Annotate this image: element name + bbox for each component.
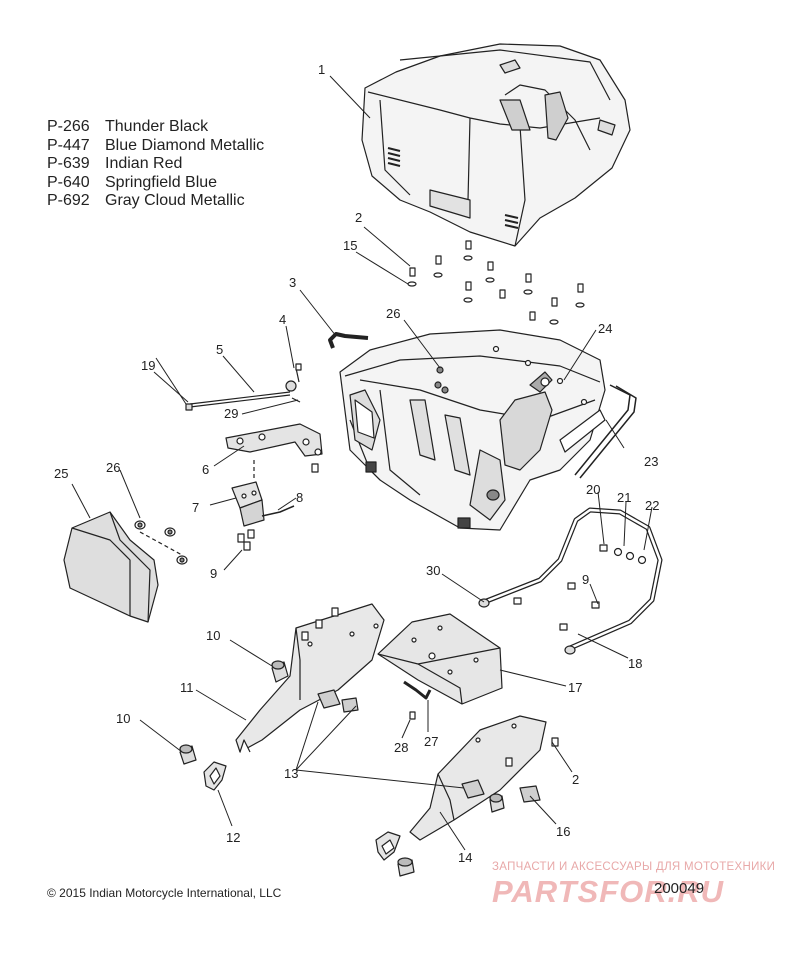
rear-rail [478, 507, 663, 655]
callout-number: 26 [386, 306, 400, 321]
screw [409, 711, 416, 720]
callout-number: 29 [224, 406, 238, 421]
trim-strip [574, 384, 631, 476]
callout-number: 26 [106, 460, 120, 475]
trunk-pad [63, 511, 159, 623]
callout-number: 2 [572, 772, 579, 787]
callout-labels: 1 2 15 3 4 26 24 5 19 29 6 23 26 25 20 2… [54, 62, 659, 865]
paint-name: Springfield Blue [105, 173, 218, 191]
paint-code: P-692 [47, 192, 90, 209]
callout-number: 10 [116, 711, 130, 726]
paint-code: P-640 [47, 173, 90, 191]
callout-number: 19 [141, 358, 155, 373]
paint-name: Gray Cloud Metallic [105, 192, 245, 209]
hinge [231, 481, 295, 551]
trim-strip-edge [579, 385, 637, 479]
paint-code-legend: P-266 Thunder Black P-447 Blue Diamond Met… [47, 118, 264, 211]
copyright-notice: © 2015 Indian Motorcycle International, … [47, 886, 282, 900]
paint-name: Blue Diamond Metallic [105, 136, 265, 154]
callout-number: 12 [226, 830, 240, 845]
pad-fasteners [134, 520, 188, 565]
callout-number: 22 [645, 498, 659, 513]
callout-number: 5 [216, 342, 223, 357]
callout-number: 1 [318, 62, 325, 77]
callout-number: 10 [206, 628, 220, 643]
paint-code-row: P-266 Thunder Black [47, 118, 264, 137]
right-mount-arm [409, 715, 559, 841]
watermark-tagline: ЗАПЧАСТИ И АКСЕССУАРЫ ДЛЯ МОТОТЕХНИКИ [492, 861, 776, 873]
trunk-lid [361, 43, 631, 247]
callout-number: 9 [210, 566, 217, 581]
callout-number: 24 [598, 321, 612, 336]
callout-number: 13 [284, 766, 298, 781]
paint-code-row: P-640 Springfield Blue [47, 174, 264, 193]
callout-number: 9 [582, 572, 589, 587]
callout-number: 6 [202, 462, 209, 477]
mounting-plate [377, 613, 503, 705]
latch-wire [403, 680, 432, 700]
paint-code-row: P-639 Indian Red [47, 155, 264, 174]
callout-number: 4 [279, 312, 286, 327]
clamps [203, 761, 401, 861]
paint-code-row: P-692 Gray Cloud Metallic [47, 192, 264, 211]
callout-number: 23 [644, 454, 658, 469]
trunk-base [339, 329, 606, 531]
diagram-id: 200049 [654, 880, 705, 897]
hinge-bracket [225, 423, 323, 473]
paint-code: P-447 [47, 136, 90, 154]
callout-number: 21 [617, 490, 631, 505]
callout-number: 18 [628, 656, 642, 671]
left-mount-arm [235, 603, 385, 753]
paint-code-row: P-447 Blue Diamond Metallic [47, 137, 264, 156]
paint-name: Thunder Black [105, 118, 209, 135]
callout-number: 11 [180, 680, 194, 695]
callout-number: 14 [458, 850, 472, 865]
callout-number: 17 [568, 680, 582, 695]
callout-number: 8 [296, 490, 303, 505]
paint-code: P-266 [47, 118, 90, 135]
leader-lines [71, 75, 653, 851]
callout-number: 2 [355, 210, 362, 225]
release-cable [185, 363, 302, 411]
watermark-logo: PARTSFOR.RU [492, 874, 725, 909]
callout-number: 16 [556, 824, 570, 839]
weatherstrip [328, 332, 369, 349]
lid-fasteners [407, 240, 585, 325]
callout-number: 15 [343, 238, 357, 253]
paint-code: P-639 [47, 155, 90, 172]
callout-number: 30 [426, 563, 440, 578]
callout-number: 25 [54, 466, 68, 481]
callout-number: 3 [289, 275, 296, 290]
callout-number: 28 [394, 740, 408, 755]
callout-number: 27 [424, 734, 438, 749]
callout-number: 20 [586, 482, 600, 497]
callout-number: 7 [192, 500, 199, 515]
paint-name: Indian Red [105, 155, 183, 172]
bushings [179, 660, 505, 877]
